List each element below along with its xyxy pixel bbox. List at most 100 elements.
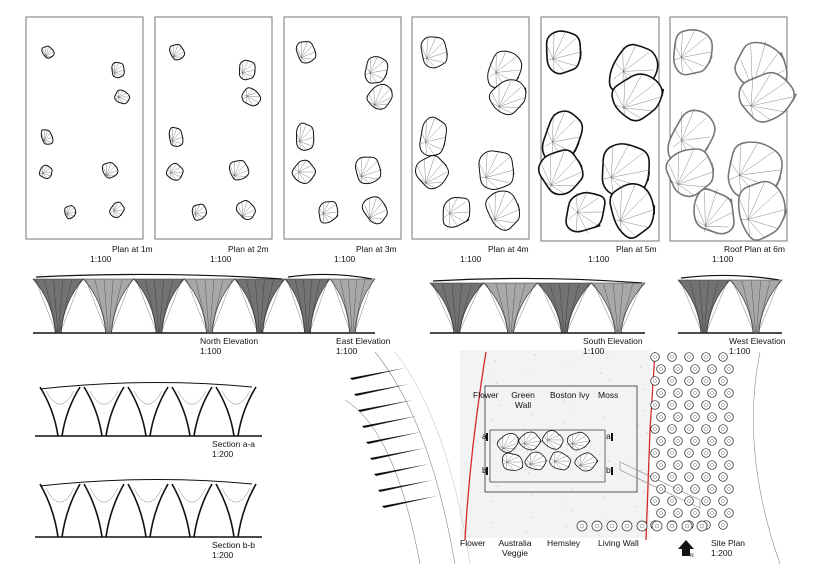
tree: [650, 448, 660, 458]
plan-6-blob-8-ray: [747, 209, 784, 220]
plan-3-blob-7-ray: [319, 208, 324, 214]
section-aa-arch: [83, 386, 103, 437]
tree: [718, 352, 728, 362]
tree-south-core: [639, 523, 645, 529]
plan-1-blob-5-ray: [42, 173, 48, 179]
west-elevation-rib: [751, 280, 756, 334]
east-elevation-rib: [295, 279, 307, 334]
plan-1-blob-8-ray: [113, 204, 122, 211]
tree: [724, 364, 734, 374]
site-stipple: [572, 510, 574, 512]
site-blob-6-ray: [529, 455, 545, 465]
section-bb-roof: [39, 478, 253, 487]
site-stipple: [601, 475, 603, 477]
plan-4-blob-4-ray: [420, 141, 426, 144]
south-elevation-rib: [495, 283, 510, 334]
site-blob-6-ray: [526, 457, 531, 465]
north-elevation-rib: [85, 279, 107, 334]
plan-4-blob-7-ray: [449, 213, 459, 228]
site-stipple: [528, 472, 530, 474]
plan-4-blob-5-ray: [417, 166, 426, 184]
plan-4-blob-1-ray: [426, 36, 437, 59]
plan-6-blob-1-ray: [681, 57, 707, 68]
plan-4-blob-5-ray: [425, 171, 448, 184]
plan-6-blob-7-ray: [705, 226, 718, 236]
plan-4-blob-5-ray: [425, 182, 444, 184]
tree-core: [653, 427, 657, 431]
tree: [650, 376, 660, 386]
site-stipple: [497, 485, 499, 487]
plan-6-blob-3-ray: [741, 104, 751, 107]
plan-5-blob-1-ray: [552, 58, 567, 74]
plan-3-blob-4-ray: [299, 141, 307, 151]
plan-5-blob-2-ray: [613, 60, 624, 72]
east-elevation-rib: [307, 279, 312, 334]
plan-1-blob-6-ray: [106, 169, 118, 176]
plan-4-blob-8-ray: [494, 219, 506, 230]
plan-3-blob-1-ray: [301, 51, 316, 58]
plan-5-blob-7-ray: [577, 212, 599, 227]
tree: [701, 496, 711, 506]
tree-south-core: [609, 523, 615, 529]
plan-1-blob-8-ray: [110, 210, 115, 213]
plan-6-blob-6-ray: [729, 160, 740, 176]
site-blob-1-ray: [502, 442, 519, 449]
tree: [684, 448, 694, 458]
section-cut-marker: [486, 433, 488, 441]
tree: [684, 352, 694, 362]
plan-5-blob-1-ray: [552, 30, 567, 60]
plan-1-blob-5-ray: [39, 173, 43, 175]
section-aa-arch: [127, 386, 147, 437]
plan-1-blob-2-ray: [111, 67, 115, 74]
east-elevation-rib: [348, 279, 353, 334]
tree-core: [693, 391, 697, 395]
site-stipple: [490, 500, 492, 502]
plan-6-blob-1-ray: [674, 57, 682, 61]
plan-2-blob-5-ray: [167, 172, 171, 175]
plan-5-blob-3-ray: [623, 82, 656, 109]
north-elevation-rib: [204, 279, 210, 334]
plan-5-blob-4-ray: [552, 136, 580, 143]
tree-south: [606, 520, 618, 532]
tree-core: [670, 379, 674, 383]
plan-5-blob-1-ray: [552, 33, 555, 60]
west-elevation-rib: [705, 280, 719, 334]
plan-2-blob-1-ray: [170, 49, 174, 57]
tree-south-core: [624, 523, 630, 529]
plan-4-blob-5-ray: [425, 183, 435, 189]
plan-4-blob-5-ray: [425, 161, 444, 184]
site-blob-8-ray: [579, 465, 595, 468]
plan-4-blob-1-ray: [426, 51, 447, 59]
site-stipple: [641, 469, 643, 471]
plan-panel-2: [154, 16, 273, 240]
plan-4-blob-1-ray: [426, 58, 437, 69]
label-flower-top: Flower: [473, 390, 499, 400]
plan-1-blob-4-ray: [44, 136, 53, 141]
pavilion-footprint: [489, 429, 606, 483]
plan-3-blob-2-ray: [369, 69, 387, 74]
site-blob-7-ray: [554, 461, 562, 470]
site-blob-2-ray: [523, 440, 541, 444]
site-stipple: [461, 351, 463, 353]
plan-5-blob-3-ray: [623, 78, 626, 108]
plan-6-blob-5-ray: [677, 156, 708, 185]
tree-core: [687, 475, 691, 479]
south-elevation-rib: [565, 283, 580, 334]
site-blob-3-ray: [547, 434, 562, 441]
tree-core: [687, 451, 691, 455]
section-bb: [35, 478, 262, 538]
plan-6-blob-8-outline: [737, 180, 788, 241]
site-stipple: [642, 388, 644, 390]
south-elevation-rib: [564, 283, 570, 334]
east-elevation-rib: [352, 279, 357, 334]
site-stipple: [605, 519, 607, 521]
tree: [656, 460, 666, 470]
plan-2-blob-5-ray: [170, 163, 177, 173]
plan-5-blob-7-ray: [568, 204, 578, 213]
tree-core: [727, 415, 731, 419]
plan-2-blob-4-ray: [172, 130, 182, 142]
plan-4-blob-7-ray: [443, 213, 450, 218]
plan-3-blob-1-ray: [301, 44, 314, 58]
